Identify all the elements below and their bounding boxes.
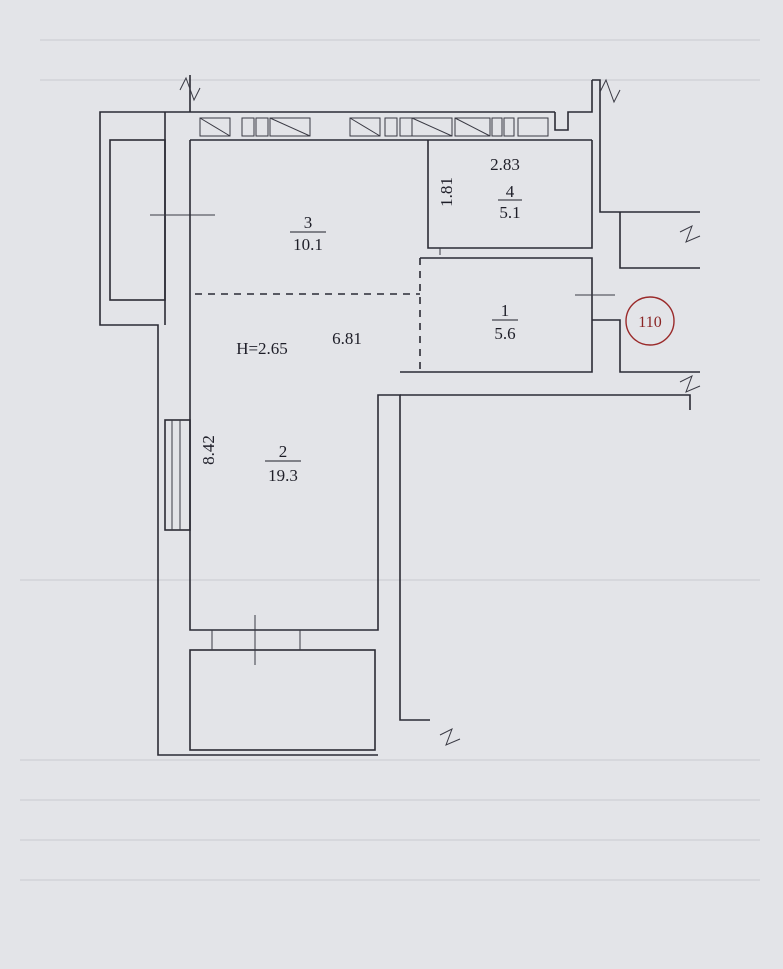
room-3-area: 10.1 bbox=[293, 235, 323, 254]
room-2-number: 2 bbox=[279, 442, 288, 461]
apartment-number-mark: 110 bbox=[625, 296, 675, 346]
room-2-area: 19.3 bbox=[268, 466, 298, 485]
apartment-number: 110 bbox=[638, 314, 661, 331]
room-1-number: 1 bbox=[501, 301, 510, 320]
dim-living-depth: 8.42 bbox=[199, 435, 218, 465]
walls bbox=[99, 75, 701, 756]
zone-dividers bbox=[195, 258, 421, 372]
room-4-number: 4 bbox=[506, 182, 515, 201]
room-4-area: 5.1 bbox=[499, 203, 520, 222]
dim-room4-depth: 1.81 bbox=[437, 177, 456, 207]
room-3-number: 3 bbox=[304, 213, 313, 232]
ceiling-height: H=2.65 bbox=[236, 339, 288, 358]
dim-corridor-width: 2.83 bbox=[490, 155, 520, 174]
room-1-area: 5.6 bbox=[494, 324, 515, 343]
background-table bbox=[20, 39, 760, 881]
dim-living-length: 6.81 bbox=[332, 329, 362, 348]
